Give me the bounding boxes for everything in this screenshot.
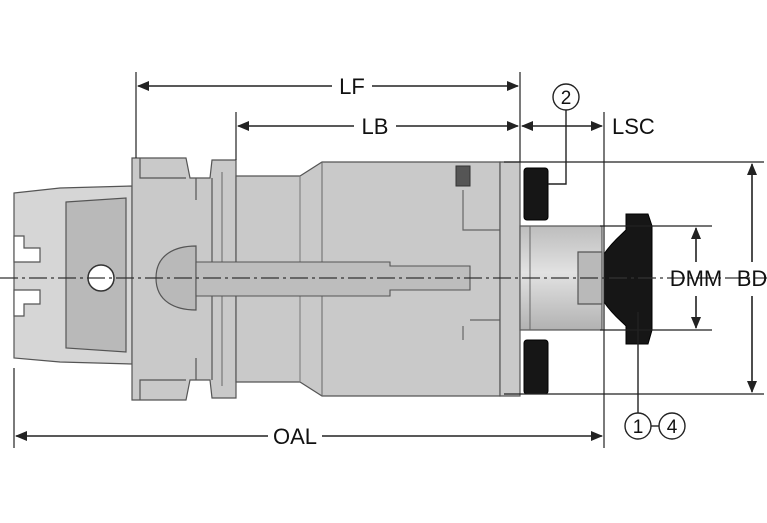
dim-dmm-label: DMM	[670, 266, 723, 291]
drive-slot-bottom	[13, 289, 41, 317]
dimension-lines: LF LB LSC OAL DMM BD	[15, 74, 767, 449]
cutting-wheel	[603, 213, 653, 345]
callout-2-number: 2	[561, 88, 572, 109]
extension-lines	[13, 72, 764, 448]
insert-bottom	[523, 339, 549, 395]
drive-slot-top	[13, 235, 41, 263]
callout-4-circle	[658, 412, 686, 440]
callout-2-leader	[548, 110, 567, 185]
callout-1-number: 1	[633, 417, 644, 438]
dim-oal-label: OAL	[273, 424, 317, 449]
callouts: 2 1 4	[548, 83, 686, 440]
insert-top	[523, 167, 549, 221]
holder-body	[13, 157, 603, 401]
dim-lf-label: LF	[339, 74, 365, 99]
coolant-channel	[195, 261, 471, 297]
flange-groove-bottom	[139, 358, 197, 400]
flange-groove-top	[139, 158, 197, 200]
dim-lb-label: LB	[362, 114, 389, 139]
cutter-head	[499, 161, 521, 397]
key-slot	[455, 165, 471, 187]
callout-4-number: 4	[667, 417, 678, 438]
inserts	[523, 167, 653, 395]
dim-bd-label: BD	[737, 266, 767, 291]
dim-lsc-label: LSC	[612, 114, 655, 139]
key-groove	[462, 190, 500, 340]
